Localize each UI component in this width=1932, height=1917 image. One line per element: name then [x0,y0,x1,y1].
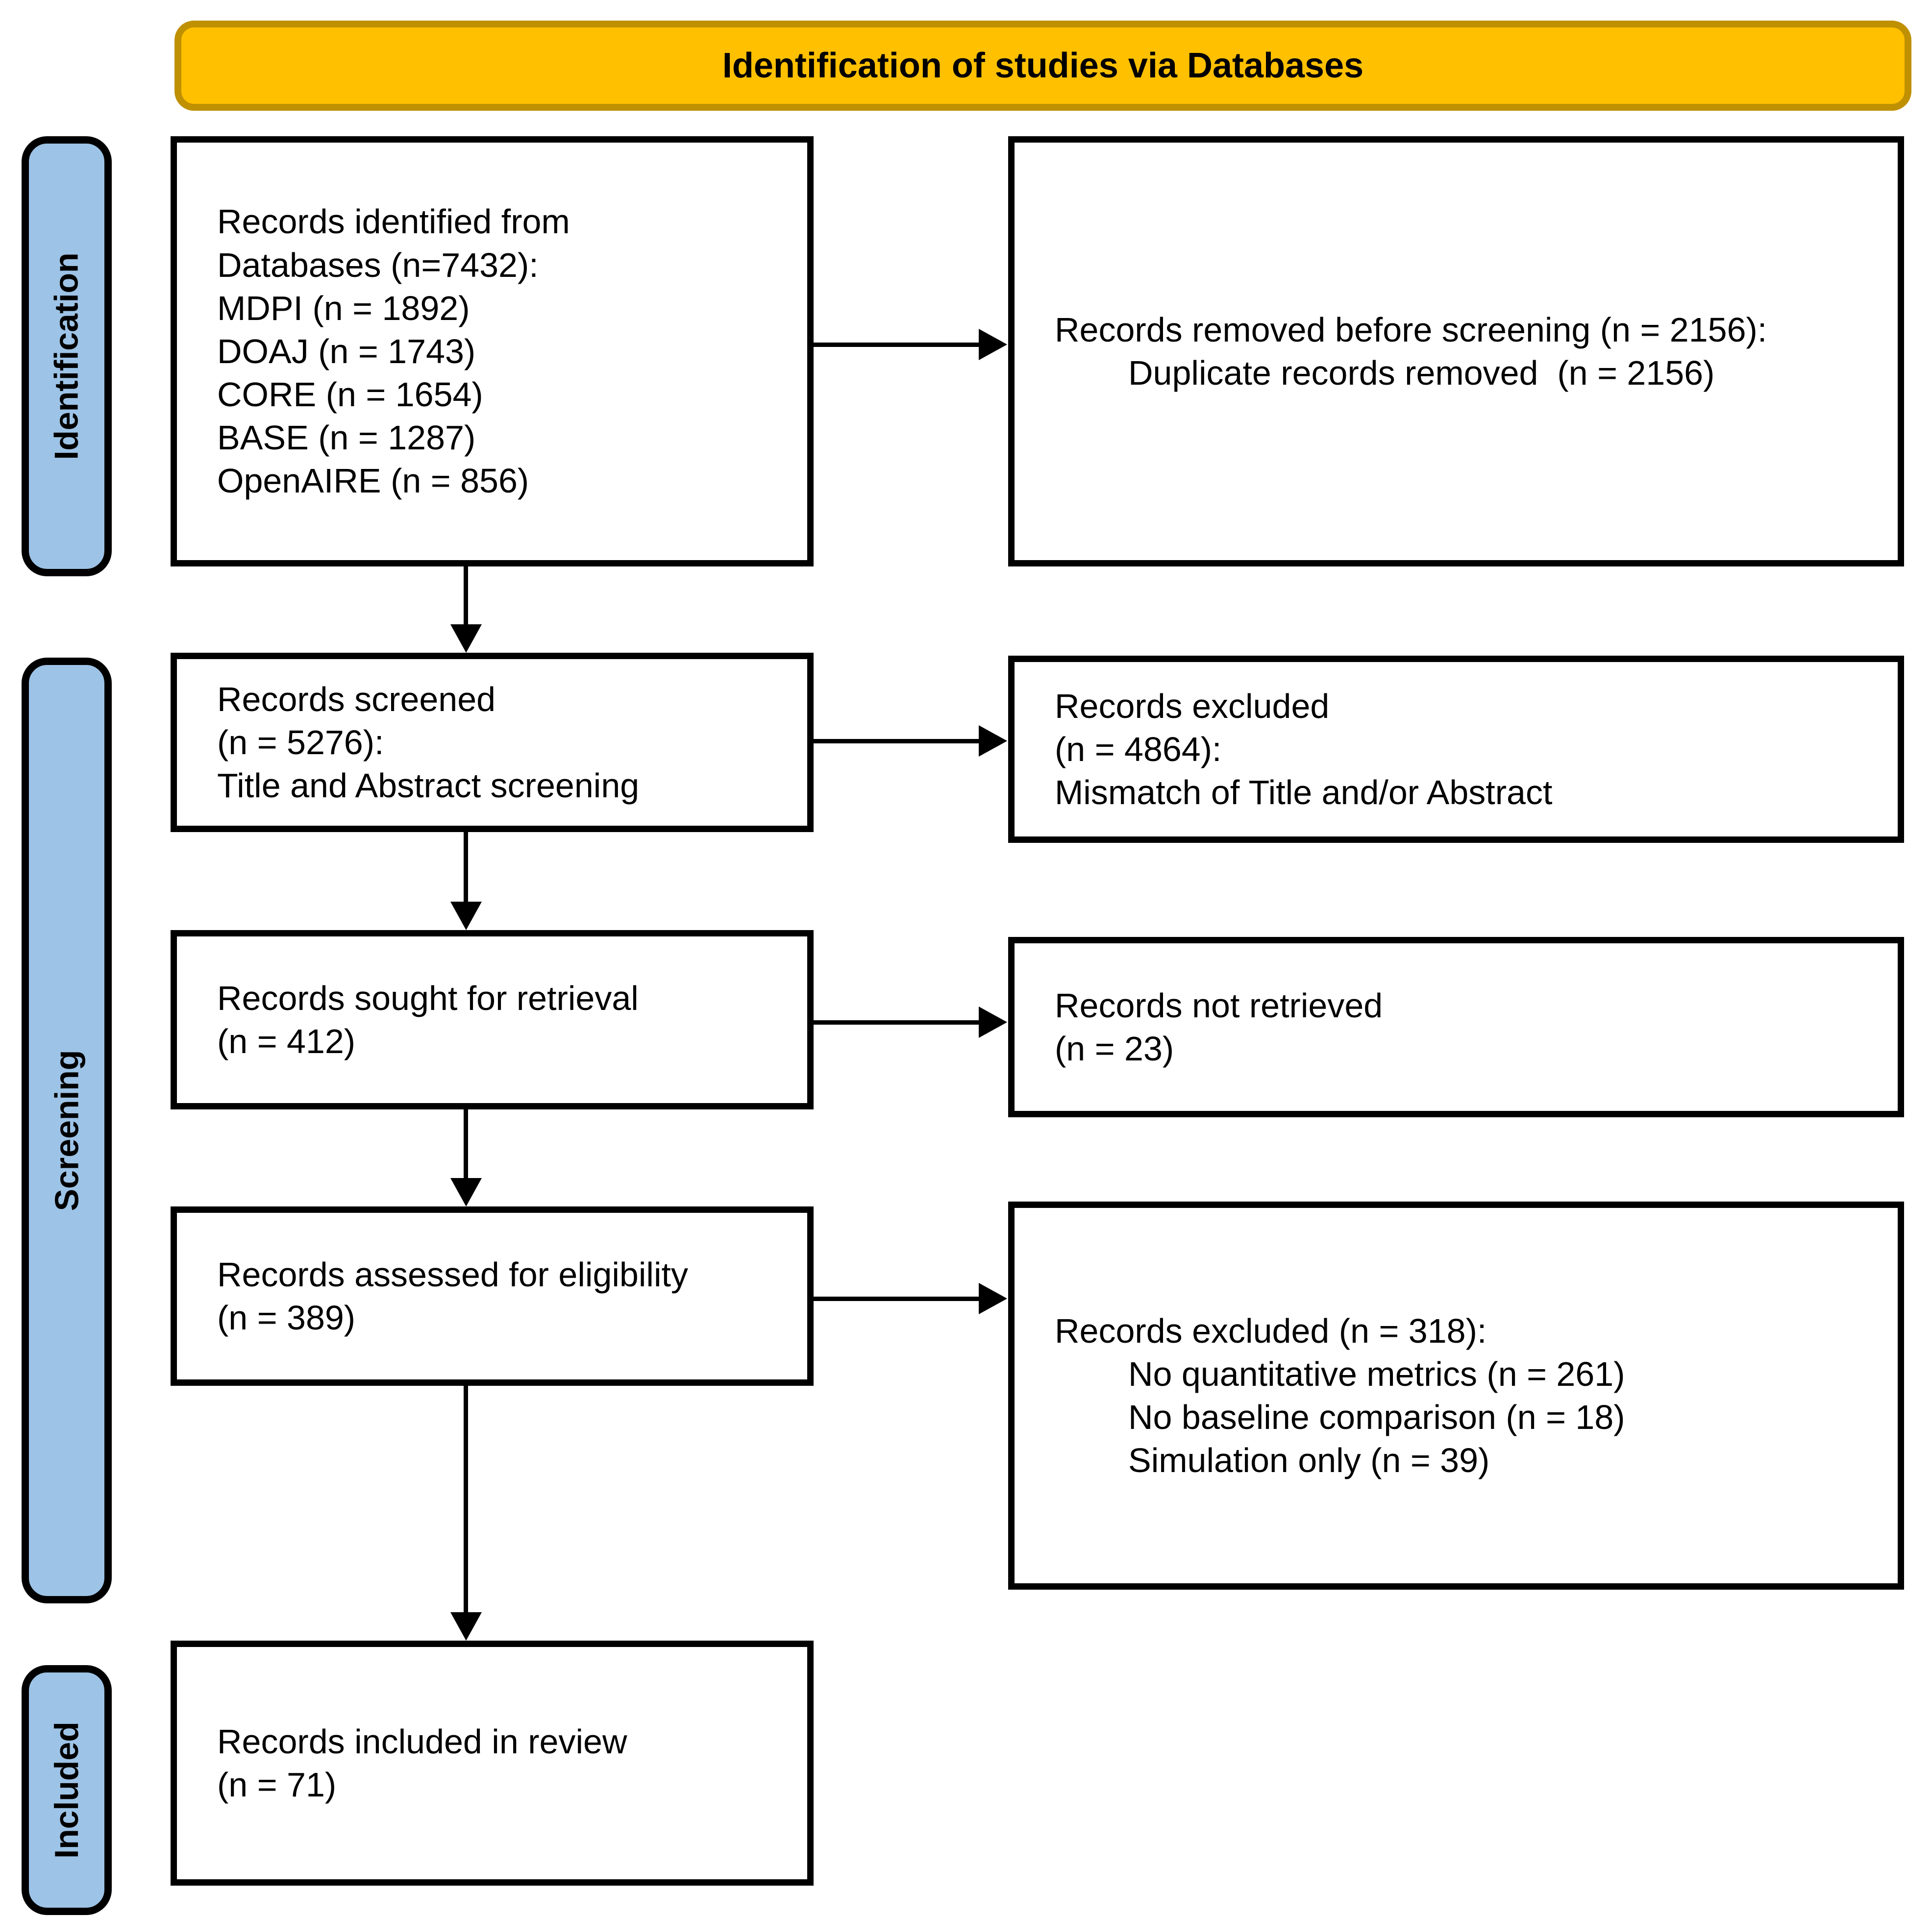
box-records-excluded-screening: Records excluded (n = 4864): Mismatch of T… [1008,656,1904,843]
arrow-screened-to-excluded-head-icon [979,725,1007,757]
text-line: OpenAIRE (n = 856) [217,462,529,500]
text-line: (n = 71) [217,1766,337,1804]
text-line: DOAJ (n = 1743) [217,332,476,370]
arrow-assessed-to-included-head-icon [450,1612,482,1641]
text-line: No baseline comparison (n = 18) [1128,1398,1625,1436]
text-line: Records sought for retrieval [217,979,639,1017]
text-line: (n = 5276): [217,723,384,762]
text-line: (n = 23) [1055,1030,1174,1068]
text-line: Title and Abstract screening [217,766,640,805]
text-line: Records not retrieved [1055,986,1383,1025]
text-line: Duplicate records removed (n = 2156) [1128,354,1715,392]
box-records-removed-before-screening: Records removed before screening (n = 21… [1008,136,1904,566]
text-line: Databases (n=7432): [217,246,539,284]
arrow-identified-to-screened-line [464,566,468,624]
text-line: (n = 389) [217,1299,356,1337]
banner-identification-via-databases: Identification of studies via Databases [174,21,1911,111]
arrow-sought-to-not-retrieved-head-icon [979,1007,1007,1038]
arrow-sought-to-assessed-head-icon [450,1178,482,1206]
box-records-included: Records included in review (n = 71) [171,1641,814,1886]
arrow-screened-to-sought-line [464,832,468,902]
arrow-screened-to-sought-head-icon [450,902,482,930]
text-line: BASE (n = 1287) [217,418,476,457]
stage-screening-label: Screening [48,1050,85,1211]
arrow-assessed-to-excluded-head-icon [979,1283,1007,1314]
arrow-identified-to-removed-line [814,343,979,347]
text-line: Records included in review [217,1722,627,1761]
stage-included-label: Included [48,1721,86,1859]
box-records-excluded-eligibility: Records excluded (n = 318): No quantitati… [1008,1202,1904,1590]
text-line: Records assessed for eligibility [217,1255,688,1294]
text-line: Records identified from [217,202,570,241]
arrow-sought-to-not-retrieved-line [814,1020,979,1025]
arrow-identified-to-removed-head-icon [979,329,1007,360]
banner-title: Identification of studies via Databases [722,46,1364,85]
box-records-assessed: Records assessed for eligibility (n = 389… [171,1206,814,1386]
text-line: MDPI (n = 1892) [217,289,470,327]
text-line: Records excluded (n = 318): [1055,1311,1487,1350]
arrow-assessed-to-excluded-line [814,1297,979,1301]
box-records-screened: Records screened (n = 5276): Title and Abs… [171,653,814,832]
stage-identification-label: Identification [48,252,86,460]
text-line: Records excluded [1055,687,1330,725]
text-line: (n = 412) [217,1022,356,1060]
box-records-sought: Records sought for retrieval (n = 412) [171,930,814,1109]
arrow-sought-to-assessed-line [464,1109,468,1178]
stage-identification: Identification [22,136,112,576]
text-line: Mismatch of Title and/or Abstract [1055,773,1553,812]
text-line: No quantitative metrics (n = 261) [1128,1354,1625,1393]
text-line: (n = 4864): [1055,730,1222,768]
text-line: Records screened [217,680,496,718]
arrow-assessed-to-included-line [464,1386,468,1612]
stage-included: Included [22,1665,112,1915]
text-line: CORE (n = 1654) [217,375,483,414]
text-line: Simulation only (n = 39) [1128,1441,1490,1480]
arrow-identified-to-screened-head-icon [450,624,482,653]
stage-screening: Screening [22,658,112,1603]
text-line: Records removed before screening (n = 21… [1055,310,1767,349]
arrow-screened-to-excluded-line [814,739,979,743]
box-records-not-retrieved: Records not retrieved (n = 23) [1008,937,1904,1117]
